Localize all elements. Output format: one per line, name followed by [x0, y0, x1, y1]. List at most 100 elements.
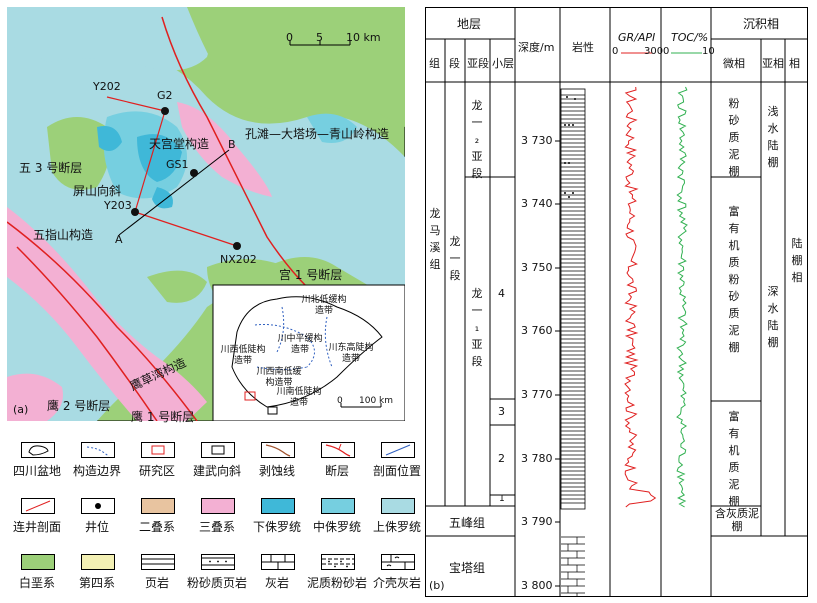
- section-end-b: B: [228, 138, 236, 151]
- upper-jurassic-icon: [381, 498, 415, 514]
- subfacies-1: 浅水陆棚: [767, 105, 779, 169]
- legend-label: 断层: [324, 464, 349, 478]
- legend-item: 中侏罗统: [307, 492, 367, 536]
- label-ying1-fault: 鹰 1 号断层: [131, 410, 195, 424]
- legend-item: 泥质粉砂岩: [307, 548, 367, 592]
- header-lithology: 岩性: [572, 41, 594, 54]
- legend-label: 页岩: [144, 576, 169, 590]
- label-gong1-fault: 宫 1 号断层: [279, 268, 343, 282]
- label-tiangongtang: 天宫堂构造: [149, 137, 210, 151]
- section-end-a: A: [115, 233, 123, 246]
- section-position-icon: [381, 442, 415, 458]
- formation-long1: 龙一段: [449, 235, 461, 282]
- member-long1-1: 龙一₁亚段: [471, 287, 483, 368]
- header-facies: 沉积相: [743, 17, 780, 31]
- well-section-icon: [21, 498, 55, 514]
- scale-tick-5: 5: [316, 31, 323, 44]
- microfacies-1: 粉砂质泥棚: [728, 97, 740, 178]
- legend-label: 介壳灰岩: [372, 576, 421, 590]
- legend-item: 连井剖面: [7, 492, 67, 536]
- header-member: 亚段: [467, 57, 489, 70]
- toc-max: 10: [702, 46, 715, 57]
- microfacies-2: 富有机质粉砂质泥棚: [728, 205, 740, 354]
- legend-item: 上侏罗统: [367, 492, 427, 536]
- well-icon: [81, 498, 115, 514]
- label-ying2-fault: 鹰 2 号断层: [47, 399, 111, 413]
- legend-label: 建武向斜: [192, 464, 241, 478]
- member-long1-2: 龙一₂亚段: [471, 99, 483, 180]
- inset-scale-0: 0: [337, 396, 343, 406]
- header-strata: 地层: [457, 17, 482, 31]
- legend-label: 四川盆地: [12, 464, 61, 478]
- legend-label: 粉砂质页岩: [186, 576, 247, 590]
- legend-label: 三叠系: [198, 520, 235, 534]
- depth-3770: 3 770: [521, 388, 553, 401]
- lithology-track: [560, 88, 586, 600]
- inset-zone-chuandong: 川东高陡构造带: [328, 343, 374, 364]
- inset-scale-100: 100 km: [359, 396, 394, 406]
- shale-icon: [141, 554, 175, 570]
- inset-zone-chuannan: 川南低陡构造带: [276, 387, 322, 408]
- depth-3750: 3 750: [521, 261, 553, 274]
- panel-label-a: (a): [13, 403, 29, 416]
- legend-item: 研究区: [127, 436, 187, 480]
- legend-label: 下侏罗统: [252, 520, 301, 534]
- legend-item: 建武向斜: [187, 436, 247, 480]
- triassic-icon: [201, 498, 235, 514]
- subfacies-2: 深水陆棚: [767, 285, 779, 349]
- inset-zone-chuanbei: 川北低缓构造带: [301, 295, 347, 316]
- legend-item: 二叠系: [127, 492, 187, 536]
- layer-3: 3: [498, 405, 505, 418]
- tectonic-boundary-icon: [81, 442, 115, 458]
- study-area-icon: [141, 442, 175, 458]
- depth-3740: 3 740: [521, 197, 553, 210]
- legend-label: 二叠系: [138, 520, 175, 534]
- well-label-y203: Y203: [104, 199, 132, 212]
- limestone-icon: [261, 554, 295, 570]
- jianwu-syncline-icon: [201, 442, 235, 458]
- header-group: 组: [429, 57, 440, 70]
- legend-item: 三叠系: [187, 492, 247, 536]
- inset-zone-chuanxi: 川西低陡构造带: [220, 345, 266, 366]
- scale-tick-10: 10 km: [346, 31, 381, 44]
- legend-label: 上侏罗统: [372, 520, 421, 534]
- header-formation: 段: [449, 57, 460, 70]
- formation-baota: 宝塔组: [449, 561, 486, 575]
- legend-label: 构造边界: [72, 464, 121, 478]
- microfacies-4: 含灰质泥棚: [715, 507, 759, 533]
- silty-shale-icon: [201, 554, 235, 570]
- header-layer: 小层: [492, 57, 514, 70]
- depth-3780: 3 780: [521, 452, 553, 465]
- legend-item: 下侏罗统: [247, 492, 307, 536]
- legend-item: 剖面位置: [367, 436, 427, 480]
- formation-wufeng: 五峰组: [449, 516, 486, 530]
- legend-label: 中侏罗统: [312, 520, 361, 534]
- scale-tick-0: 0: [286, 31, 293, 44]
- well-label-nx202: NX202: [220, 253, 257, 266]
- fault-icon: [321, 442, 355, 458]
- layer-4: 4: [498, 287, 505, 300]
- map-panel: (a) 0 5 10 km Y202 G2 GS1 Y203 NX202 A B…: [6, 6, 406, 424]
- legend-item: 介壳灰岩: [367, 548, 427, 592]
- gr-max: 300: [644, 46, 664, 57]
- legend-item: 井位: [67, 492, 127, 536]
- inset-zone-chuanzhong: 川中平缓构造带: [277, 334, 323, 355]
- layer-2: 2: [498, 452, 505, 465]
- depth-3730: 3 730: [521, 134, 553, 147]
- legend-item: 四川盆地: [7, 436, 67, 480]
- well-label-g2: G2: [157, 89, 173, 102]
- legend-label: 连井剖面: [12, 520, 61, 534]
- legend-item: 粉砂质页岩: [187, 548, 247, 592]
- permian-icon: [141, 498, 175, 514]
- legend-label: 剖面位置: [372, 464, 421, 478]
- legend-label: 泥质粉砂岩: [306, 576, 367, 590]
- header-facies-col: 相: [789, 57, 800, 70]
- panel-label-b: (b): [429, 579, 445, 592]
- toc-min: 0: [663, 46, 670, 57]
- muddy-siltstone-icon: [321, 554, 355, 570]
- legend-label: 剥蚀线: [258, 464, 295, 478]
- label-wusan-fault: 五 3 号断层: [19, 161, 83, 175]
- header-gr: GR/API: [618, 31, 656, 44]
- header-toc: TOC/%: [671, 31, 709, 44]
- depth-3790: 3 790: [521, 515, 553, 528]
